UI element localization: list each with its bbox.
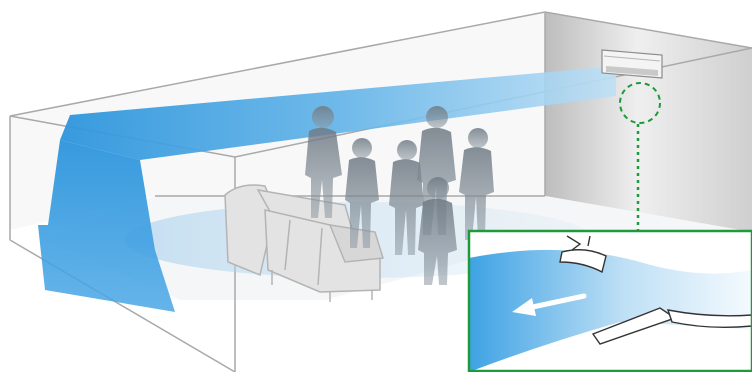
wall-mounted-ac-unit bbox=[602, 50, 662, 78]
magnified-louver-callout bbox=[469, 231, 752, 372]
